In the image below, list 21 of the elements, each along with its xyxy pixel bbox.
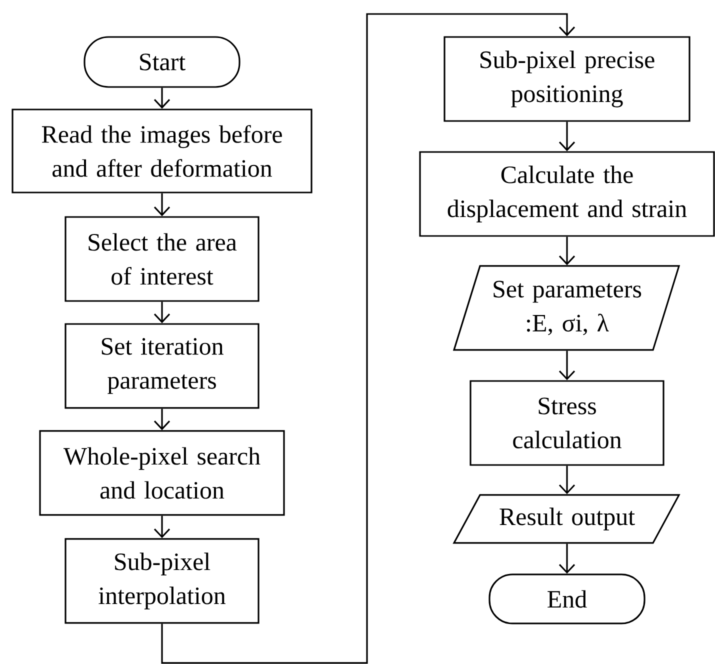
process-box: Select the area of interest [64,216,260,302]
process-box: Calculate the displacement and strain [419,151,715,237]
arrow [154,408,170,430]
arrow [154,88,170,109]
arrow [154,193,170,216]
arrow [558,544,576,574]
arrow [154,302,170,324]
arrow [161,13,576,664]
arrow [558,466,576,494]
process-box: Stress calculation [470,380,664,466]
process-box: Read the images before and after deformation [12,108,312,194]
process-box: Set iteration parameters [64,323,260,409]
process-box: Sub-pixel interpolation [64,538,260,624]
arrow [154,516,170,538]
terminal-box: End [488,574,646,624]
arrow [558,122,576,152]
terminal-box: Start [84,36,240,88]
process-box: Whole-pixel search and location [39,430,285,516]
arrow [558,236,576,266]
arrow [558,350,576,380]
process-box: Sub-pixel precise positioning [444,36,690,122]
